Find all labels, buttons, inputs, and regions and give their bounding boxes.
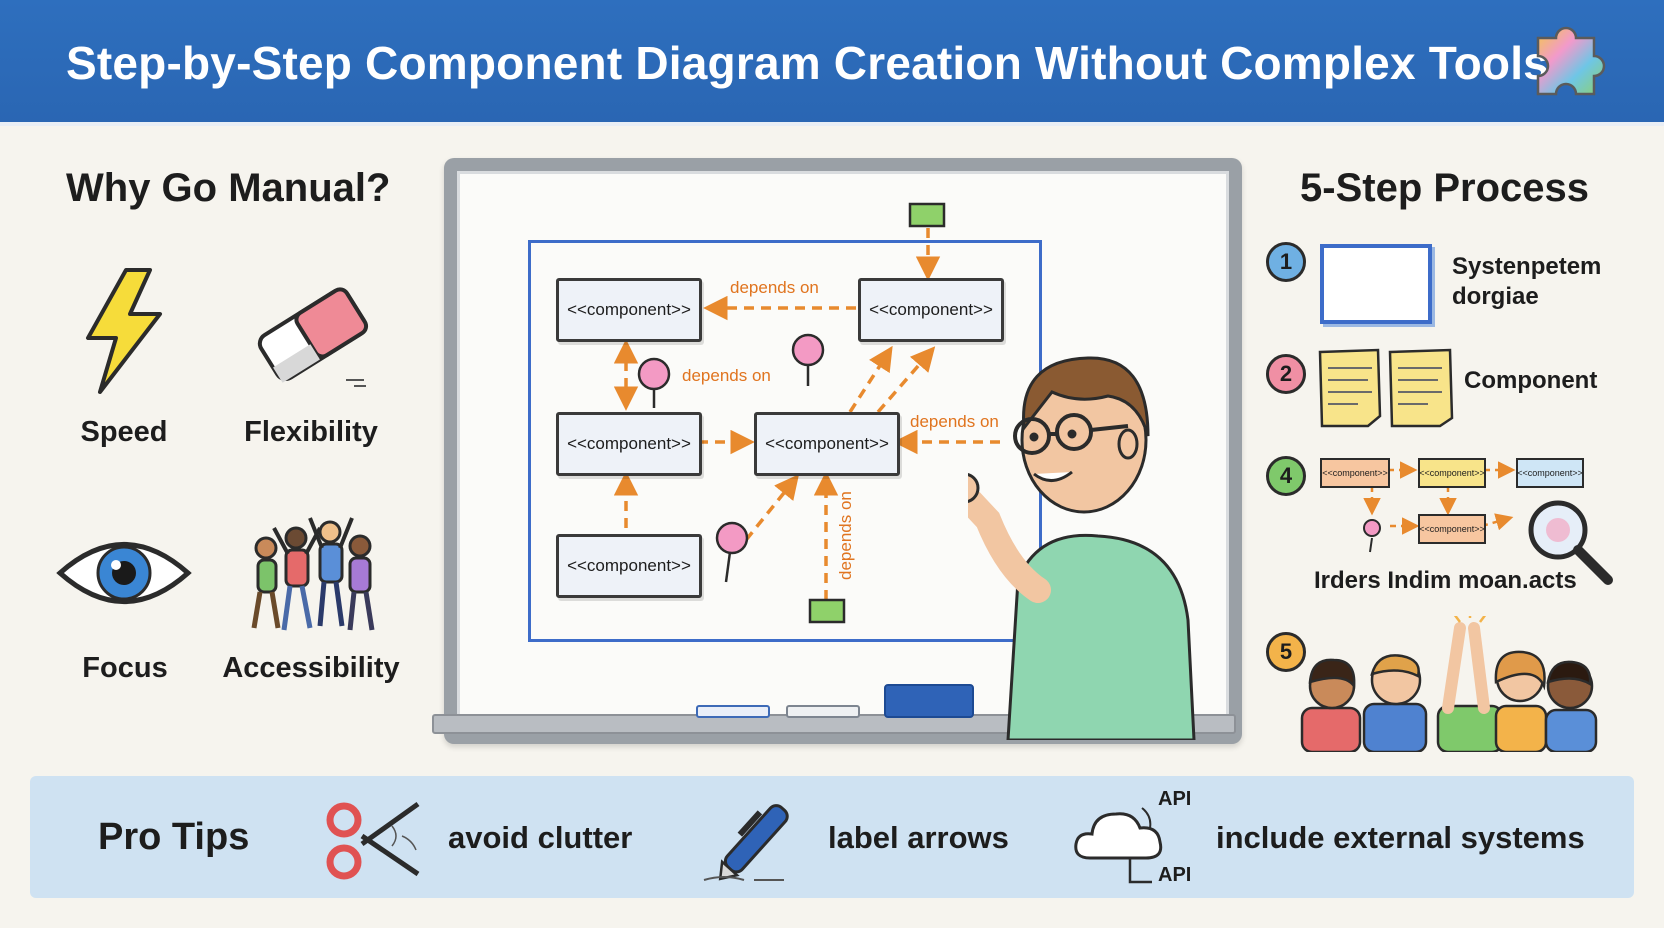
dependency-label: depends on (836, 491, 855, 580)
pro-tips-heading: Pro Tips (98, 816, 250, 858)
person-drawing-illustration (968, 356, 1196, 740)
component-box: <<component>> (858, 278, 1004, 342)
eraser-icon (257, 287, 369, 387)
step-text: Irders Indim moan.acts (1314, 567, 1577, 594)
dependency-label: depends on (910, 412, 999, 431)
step-number-badge: 5 (1266, 632, 1306, 672)
tray-marker-blue (696, 705, 770, 718)
why-manual-heading: Why Go Manual? (66, 166, 391, 210)
tip-label: label arrows (828, 820, 1009, 855)
component-box: <<component>> (556, 534, 702, 598)
pen-icon (703, 804, 789, 881)
title-banner: Step-by-Step Component Diagram Creation … (0, 0, 1664, 126)
pro-tips-panel (30, 776, 1634, 898)
dependency-label: depends on (682, 366, 771, 385)
tip-label: include external systems (1216, 820, 1585, 855)
lightning-icon (86, 268, 162, 394)
tip-label: avoid clutter (448, 820, 633, 855)
puzzle-icon (1536, 26, 1606, 96)
team-celebration-illustration (1300, 616, 1598, 752)
magnifier-icon (1528, 500, 1613, 585)
sticky-notes-icon (1318, 348, 1454, 428)
component-box: <<component>> (556, 278, 702, 342)
step-number-badge: 4 (1266, 456, 1306, 496)
board-eraser (884, 684, 974, 718)
mini-component: <<component>> (1418, 514, 1486, 544)
step-text: Systenpetem dorgiae (1452, 253, 1602, 310)
why-item-speed: Speed (80, 416, 168, 448)
step-number-badge: 2 (1266, 354, 1306, 394)
why-item-focus: Focus (82, 652, 168, 684)
mini-component: <<component>> (1516, 458, 1584, 488)
why-item-flexibility: Flexibility (244, 416, 378, 448)
process-heading: 5-Step Process (1300, 166, 1590, 210)
eye-icon (56, 542, 192, 604)
dependency-label: depends on (730, 278, 819, 297)
component-box: <<component>> (754, 412, 900, 476)
component-box: <<component>> (556, 412, 702, 476)
tray-marker-gray (786, 705, 860, 718)
mini-component: <<component>> (1320, 458, 1390, 488)
mini-component: <<component>> (1418, 458, 1486, 488)
page-title: Step-by-Step Component Diagram Creation … (66, 37, 1549, 89)
scissors-icon (326, 801, 420, 880)
step-number-badge: 1 (1266, 242, 1306, 282)
canvas-rectangle (1320, 244, 1432, 324)
people-group-icon (251, 517, 375, 631)
step-text: Component (1464, 367, 1598, 394)
why-item-accessibility: Accessibility (222, 652, 400, 684)
cloud-icon (1074, 807, 1163, 884)
api-label: API (1158, 788, 1192, 810)
api-label: API (1158, 864, 1192, 886)
